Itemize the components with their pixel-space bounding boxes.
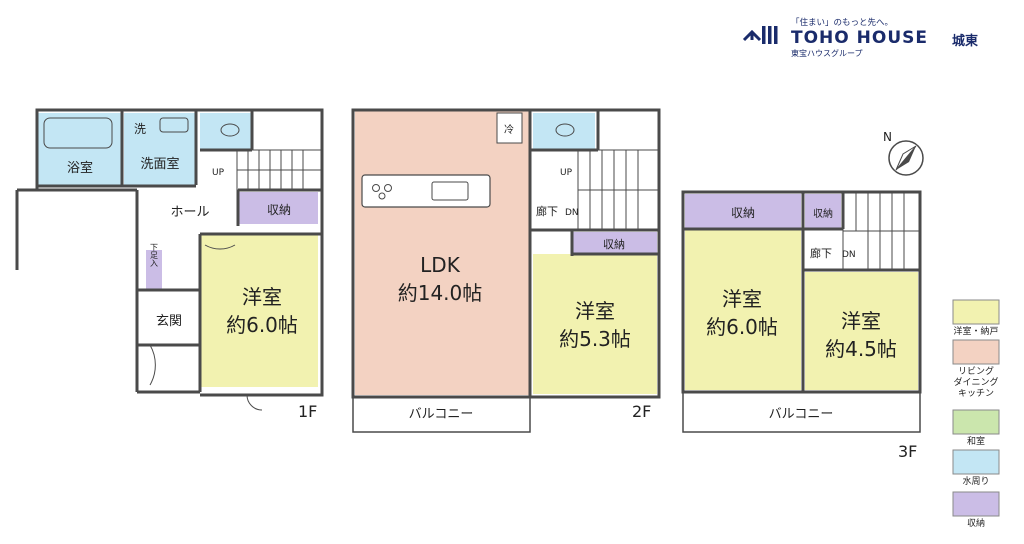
bedroom-1f-name: 洋室	[242, 285, 282, 309]
ldk-name: LDK	[420, 253, 461, 277]
toilet-1f-fill	[200, 113, 252, 150]
kitchen-sink-icon	[431, 181, 469, 201]
storage-3f-left-fill	[685, 194, 801, 228]
floor-1-label: 1F	[298, 402, 317, 421]
stove-burner-icon	[384, 184, 392, 192]
shoe-closet-label: 下足入	[150, 243, 159, 267]
stairs-3f	[842, 191, 921, 271]
stairs-1f-up-label: UP	[212, 168, 225, 178]
bathtub-icon	[43, 117, 113, 149]
bath-fill	[37, 113, 122, 185]
ldk-fill	[355, 110, 530, 395]
legend-label: リビング	[958, 365, 994, 377]
stairs-2f-dn-label: DN	[565, 208, 579, 218]
toilet-icon	[220, 123, 240, 137]
legend-swatch	[952, 339, 1000, 365]
entrance-label: 玄関	[156, 314, 182, 329]
bath-label: 浴室	[67, 160, 93, 176]
brand-logo: 「住まい」のもっと先へ。 TOHO HOUSE 城東 東宝ハウスグループ	[742, 14, 982, 62]
shoe-closet-fill	[146, 250, 162, 290]
hall-label: ホール	[170, 205, 209, 220]
bedroom-2f-size: 約5.3帖	[559, 327, 631, 351]
stairs-1f	[236, 149, 323, 191]
fridge-space	[496, 112, 523, 144]
bedroom-2f-name: 洋室	[575, 299, 615, 323]
legend-label: 和室	[967, 435, 985, 447]
bedroom-1f-size: 約6.0帖	[226, 313, 298, 337]
legend-swatch	[952, 409, 1000, 435]
compass-north-icon: N	[883, 130, 924, 176]
balcony-2f	[352, 396, 531, 433]
sink-icon	[159, 117, 189, 133]
bedroom-2f-fill	[533, 254, 657, 394]
bedroom-1f-fill	[200, 234, 318, 387]
toilet-icon	[555, 123, 575, 137]
storage-1f-fill	[238, 192, 318, 224]
bedroom-3f-b-size: 約4.5帖	[825, 337, 897, 361]
floor-2-label: 2F	[632, 402, 651, 421]
balcony-2f-label: バルコニー	[409, 407, 474, 422]
bedroom-3f-a-size: 約6.0帖	[706, 315, 778, 339]
stacked-chevron-logo-icon	[742, 26, 778, 44]
toilet-2f-fill	[533, 113, 595, 150]
floor-3-label: 3F	[898, 442, 917, 461]
legend-label: 洋室・納戸	[953, 325, 998, 337]
stove-burner-icon	[372, 184, 380, 192]
entrance-door-icon	[149, 344, 156, 386]
legend-swatch	[952, 299, 1000, 325]
legend-swatch	[952, 449, 1000, 475]
balcony-3f-label: バルコニー	[769, 407, 834, 422]
window-1f-icon	[246, 394, 263, 411]
floor-3-plan: 収納 収納 廊下 DN 洋室 約6.0帖 洋室 約4.5帖 バルコニー 3F	[681, 190, 922, 461]
floor-1-plan: 浴室 洗 洗面室 ホール 収納 下足入 玄関 洋室 約6.0帖 UP 1F	[15, 108, 324, 421]
fridge-label: 冷	[504, 123, 514, 136]
storage-2f-fill	[572, 232, 657, 254]
legend-label: ダイニング	[953, 376, 998, 388]
storage-3f-right-fill	[805, 194, 841, 228]
stairs-2f	[577, 149, 660, 231]
legend-label: 収納	[967, 517, 985, 529]
storage-2f-label: 収納	[603, 238, 625, 251]
legend-label: 水周り	[962, 475, 989, 487]
bedroom-1f-door-icon	[204, 244, 236, 250]
storage-3f-right-label: 収納	[813, 207, 833, 220]
kitchen-counter	[361, 174, 491, 208]
corridor-2f-label: 廊下	[536, 204, 558, 218]
bedroom-3f-a-name: 洋室	[722, 287, 762, 311]
bedroom-3f-a-fill	[685, 230, 801, 390]
brand-subtitle: 東宝ハウスグループ	[791, 49, 863, 58]
legend-swatch	[952, 491, 1000, 517]
ldk-size: 約14.0帖	[398, 281, 483, 305]
washroom-label: 洗面室	[140, 156, 179, 172]
floor-2-plan: 冷 LDK 約14.0帖 廊下 DN UP 収納 洋室 約5.3帖 バルコニー …	[351, 108, 661, 433]
balcony-3f	[682, 391, 921, 433]
stove-burner-icon	[378, 192, 386, 200]
stairs-2f-up-label: UP	[560, 168, 573, 178]
corridor-3f-label: 廊下	[810, 246, 832, 260]
legend-label: キッチン	[958, 388, 994, 399]
brand-branch: 城東	[952, 34, 979, 49]
brand-tagline: 「住まい」のもっと先へ。	[791, 18, 894, 28]
compass-label: N	[883, 130, 892, 144]
wash-corner-label: 洗	[134, 122, 146, 136]
stairs-3f-dn-label: DN	[842, 250, 856, 260]
bedroom-3f-b-name: 洋室	[841, 309, 881, 333]
storage-1f-label: 収納	[267, 203, 291, 217]
brand-name: TOHO HOUSE	[791, 28, 928, 48]
bedroom-3f-b-fill	[805, 272, 918, 390]
storage-3f-left-label: 収納	[731, 206, 755, 220]
